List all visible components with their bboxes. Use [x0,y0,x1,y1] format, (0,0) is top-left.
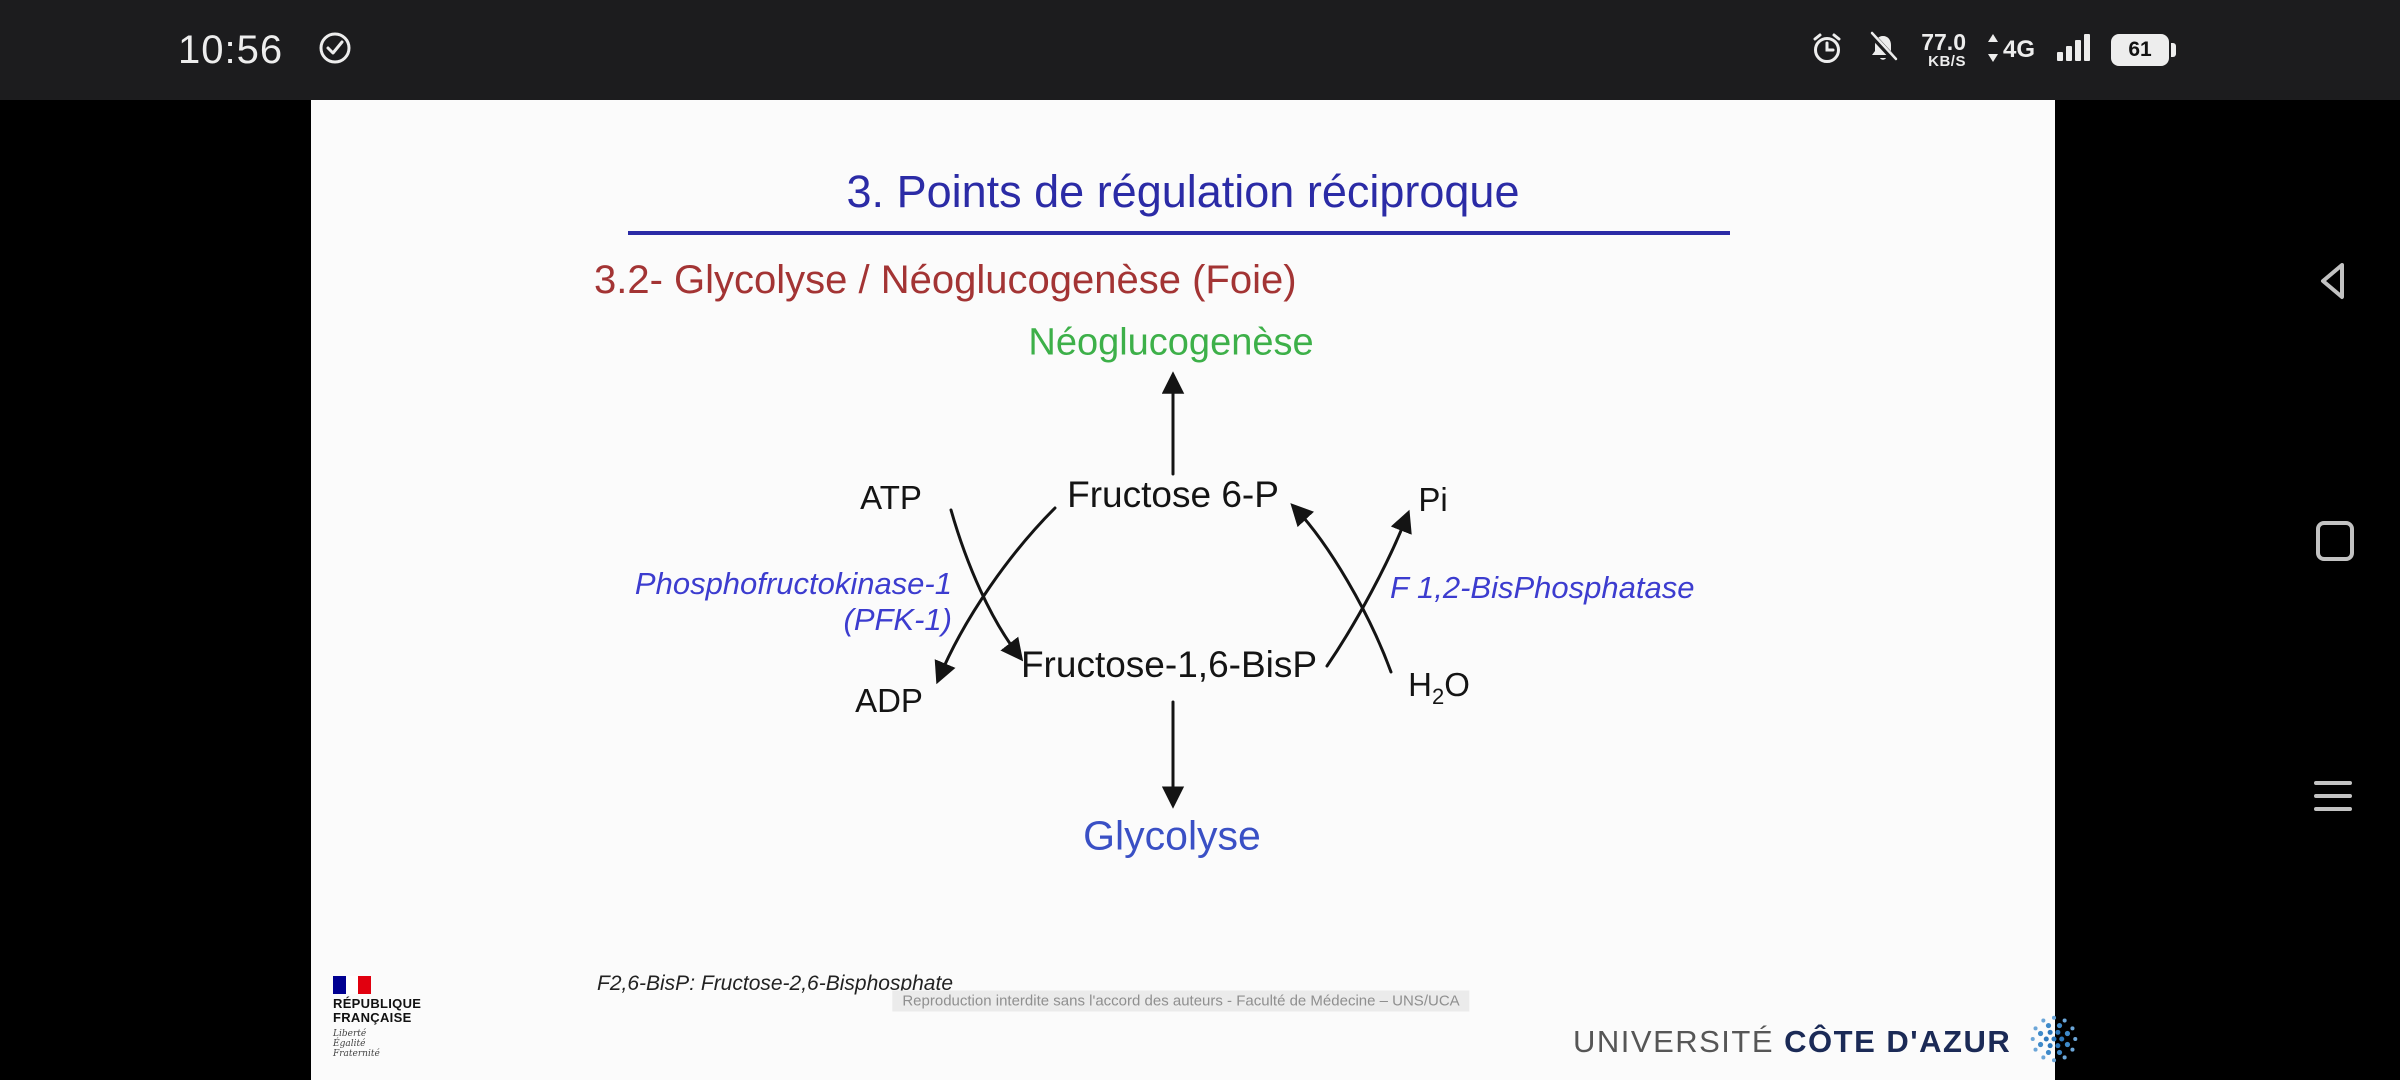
label-adp: ADP [855,682,923,719]
signal-strength-icon [2055,33,2091,68]
label-atp: ATP [860,479,922,516]
slide-subtitle: 3.2- Glycolyse / Néoglucogenèse (Foie) [594,258,1297,302]
network-speed-value: 77.0 [1921,28,1966,55]
battery-nub [2171,43,2176,57]
nav-back-button[interactable] [2311,258,2357,304]
alarm-icon [1809,30,1845,71]
sync-notification-icon [317,30,353,71]
french-flag-icon [333,976,372,994]
battery-indicator: 61 [2111,34,2176,66]
uca-word-universite: UNIVERSITÉ [1573,1023,1775,1059]
republique-francaise-logo: RÉPUBLIQUE FRANÇAISE Liberté Égalité Fra… [333,976,443,1060]
copyright-watermark: Reproduction interdite sans l'accord des… [892,990,1470,1012]
nav-menu-button[interactable] [2314,781,2352,820]
label-fructose-6p: Fructose 6-P [1067,474,1279,515]
slide-page[interactable]: 3. Points de régulation réciproque 3.2- … [311,100,2078,1080]
uca-sun-dots-icon [2025,1010,2083,1073]
curve-h2o-to-f6p [1290,503,1393,674]
reaction-cycle-arrows [934,371,1412,809]
curve-f16bisp-to-pi [1325,509,1412,668]
label-enzyme-pfk1: Phosphofructokinase-1 (PFK-1) [634,566,952,637]
uca-word-cote-dazur: CÔTE D'AZUR [1784,1023,2012,1059]
network-speed-indicator: 77.0 KB/S [1921,28,1966,71]
network-speed-unit: KB/S [1928,53,1966,71]
label-neoglucogenese: Néoglucogenèse [1028,321,1314,364]
slide-title: 3. Points de régulation réciproque [846,166,1520,217]
clock-time: 10:56 [178,27,284,72]
label-fructose-16-bisp: Fructose-1,6-BisP [1020,644,1318,685]
curve-atp-to-f16bisp [949,508,1024,662]
nav-recents-button[interactable] [2316,521,2354,561]
title-underline [628,231,1730,235]
battery-percent: 61 [2111,34,2169,66]
label-h2o: H2O [1408,666,1470,709]
label-pi: Pi [1418,481,1448,518]
data-activity-arrows-icon [1986,33,2000,68]
universite-cote-dazur-logo: UNIVERSITÉ CÔTE D'AZUR [1573,1010,2083,1073]
slide-footnote: F2,6-BisP: Fructose-2,6-Bisphosphate [597,972,953,995]
vibrate-mode-icon [1865,30,1901,71]
status-bar: 10:56 [0,0,2400,100]
curve-f6p-to-adp [934,506,1057,685]
label-glycolyse: Glycolyse [1083,812,1261,859]
network-type-label: 4G [2002,36,2035,63]
label-enzyme-bisphosphatase: F 1,2-BisPhosphatase [1390,570,1695,605]
